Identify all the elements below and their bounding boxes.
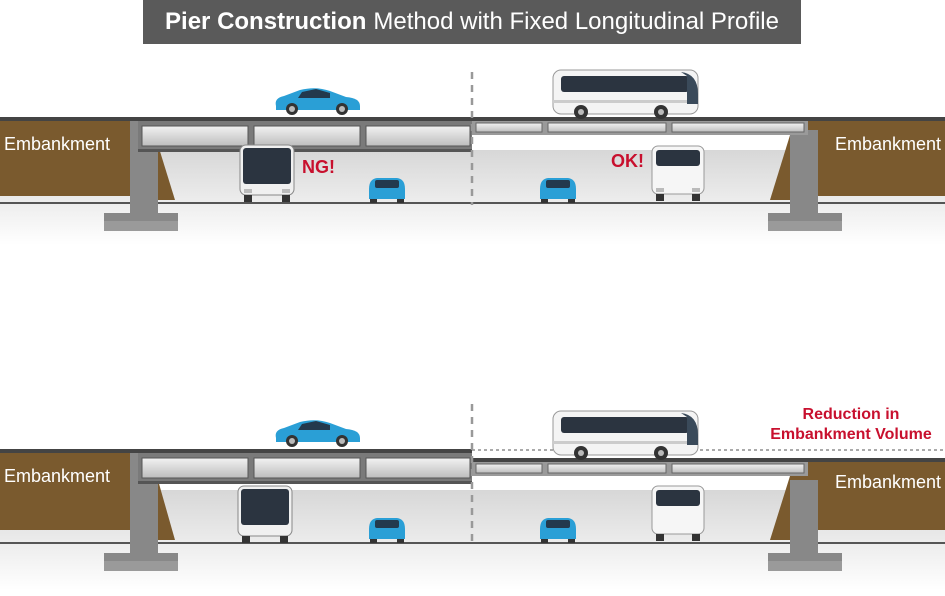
top-bus-front-ok <box>651 145 705 201</box>
bottom-right-deck <box>472 449 945 476</box>
bottom-left-deck <box>0 449 472 484</box>
top-right-abutment <box>768 130 842 231</box>
ng-label: NG! <box>302 157 335 177</box>
bottom-car-on-deck <box>275 420 360 447</box>
bottom-right-abutment <box>768 480 842 571</box>
reduction-annotation: Reduction in Embankment Volume <box>760 405 942 445</box>
top-car-front-right <box>540 178 576 203</box>
bottom-bus-on-deck <box>552 410 699 460</box>
top-right-deck <box>472 117 945 135</box>
bottom-car-front-left <box>369 518 405 543</box>
ok-label: OK! <box>611 151 644 171</box>
diagram-title: Pier Construction Method with Fixed Long… <box>143 0 801 44</box>
top-left-deck <box>0 117 472 152</box>
top-section <box>0 69 945 245</box>
bottom-bus-front-right <box>651 485 705 541</box>
bottom-section <box>0 404 945 590</box>
reduction-line2: Embankment Volume <box>770 426 932 443</box>
title-rest: Method with Fixed Longitudinal Profile <box>373 8 779 35</box>
top-bus-front-ng <box>239 144 295 202</box>
bottom-bus-front-left <box>237 485 293 543</box>
top-car-front-left <box>369 178 405 203</box>
bottom-right-embankment-label: Embankment <box>830 468 945 496</box>
top-left-embankment-label: Embankment <box>0 130 115 158</box>
title-bold: Pier Construction <box>165 8 367 35</box>
bottom-left-embankment-label: Embankment <box>0 462 115 490</box>
top-right-embankment-label: Embankment <box>830 130 945 158</box>
bottom-car-front-right <box>540 518 576 543</box>
top-car-on-deck <box>275 88 360 115</box>
top-bus-on-deck <box>552 69 699 119</box>
reduction-line1: Reduction in <box>802 406 900 423</box>
